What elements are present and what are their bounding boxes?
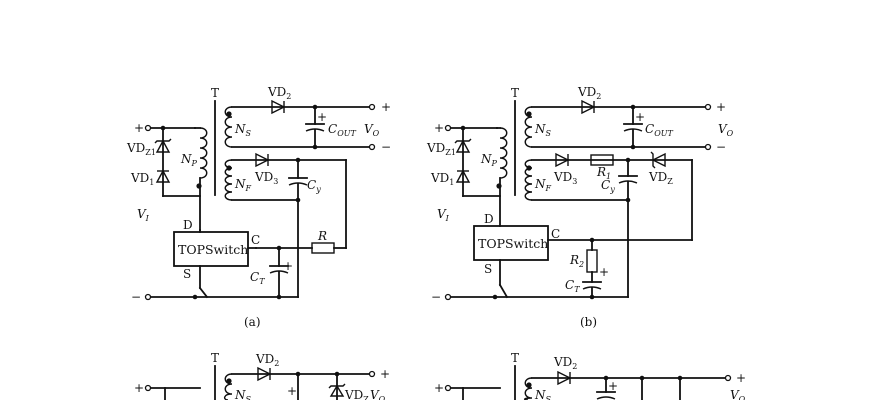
diode-vd2-symbol-d <box>557 370 572 386</box>
caption-b: (b) <box>580 315 597 329</box>
circuit-d-partial: + T VD2 NS + + VO <box>434 351 746 400</box>
secondary-winding-ns <box>224 106 233 148</box>
input-plus-label-b: + <box>434 121 444 135</box>
diode-vd1-symbol <box>155 169 171 183</box>
diode-vd1-symbol-b <box>455 169 471 183</box>
ns-label-d: NS <box>534 388 552 400</box>
nf-label-b: NF <box>534 177 552 193</box>
vo-label: VO <box>364 122 380 138</box>
input-minus-label-b: − <box>431 290 441 304</box>
ct-label: CT <box>250 270 265 286</box>
transformer-t-label-b: T <box>511 86 519 100</box>
pin-d-label: D <box>183 218 193 232</box>
transformer-t-label-c: T <box>211 351 219 365</box>
input-plus-terminal <box>144 124 152 132</box>
output-plus-label: + <box>381 100 391 114</box>
output-plus-label-d: + <box>736 371 746 385</box>
transformer-t-label-d: T <box>511 351 519 365</box>
r-label: R <box>317 229 327 243</box>
vd3-label: VD3 <box>254 170 278 186</box>
ct-label-b: CT <box>565 278 580 294</box>
transformer-t-label: T <box>211 86 219 100</box>
vd1-label-b: VD1 <box>430 171 454 187</box>
diode-vd2-symbol-b <box>581 99 596 115</box>
ns-label-b: NS <box>534 122 552 138</box>
cout-label-b: COUT <box>645 122 673 138</box>
resistor-r1-symbol <box>590 154 614 166</box>
zener-vdz1-symbol <box>155 139 171 153</box>
topswitch-label-b: TOPSwitch <box>478 236 548 251</box>
cap-plus-label-d: + <box>608 379 618 393</box>
cout-plus-label-b: + <box>635 110 645 124</box>
resistor-r2-symbol <box>586 249 598 273</box>
zener-vdz-symbol-b <box>651 152 666 168</box>
diode-vd3-symbol <box>255 152 270 168</box>
topswitch-ic-a <box>173 231 249 267</box>
ns-label: NS <box>234 122 252 138</box>
vd2-label-b: VD2 <box>577 85 601 101</box>
output-plus-label-c: + <box>380 367 390 381</box>
vd2-label: VD2 <box>267 85 291 101</box>
circuit-a: + − VI VDZ1 VD1 T NP NS NF VD2 VD3 + COU… <box>126 85 391 329</box>
ct-plus-label-b: + <box>599 265 609 279</box>
output-minus-label-b: − <box>716 140 726 154</box>
cy-label: Cy <box>307 178 321 194</box>
np-label-b: NP <box>480 152 498 168</box>
vi-label-b: VI <box>437 207 450 223</box>
diode-vd3-symbol-b <box>555 152 570 168</box>
resistor-r-symbol <box>311 242 335 254</box>
secondary-winding-ns-b <box>524 106 533 148</box>
diode-vd2-symbol <box>271 99 286 115</box>
vd3-label-b: VD3 <box>553 170 577 186</box>
cap-plus-label-c: + <box>287 384 297 398</box>
vdz1-label-b: VDZ1 <box>426 141 456 157</box>
input-plus-label-d: + <box>434 381 444 395</box>
vdz-label-b: VDZ <box>648 170 673 186</box>
ns-label-c: NS <box>234 388 252 400</box>
pin-s-label: S <box>183 267 191 281</box>
vdz-label-c: VDZ <box>344 388 369 400</box>
topswitch-ic-b <box>473 225 549 261</box>
np-label: NP <box>180 152 198 168</box>
pin-c-label: C <box>251 233 260 247</box>
circuit-b: + − VI VDZ1 VD1 T NP NS NF VD2 VD3 R1 Cy… <box>426 85 734 329</box>
np-polarity-dot <box>196 183 202 189</box>
topswitch-label: TOPSwitch <box>178 242 248 257</box>
cy-label-b: Cy <box>601 178 615 194</box>
vd2-label-d: VD2 <box>553 355 577 371</box>
vd1-label: VD1 <box>130 171 154 187</box>
output-plus-label-b: + <box>716 100 726 114</box>
vd2-label-c: VD2 <box>255 352 279 368</box>
input-minus-label: − <box>131 290 141 304</box>
caption-a: (a) <box>244 315 261 329</box>
primary-winding-np <box>199 127 208 179</box>
cout-label: COUT <box>328 122 356 138</box>
diode-vd2-symbol-c <box>257 366 272 382</box>
vo-label-d: VO <box>730 388 746 400</box>
r1-label: R1 <box>596 165 611 181</box>
vdz1-label: VDZ1 <box>126 141 156 157</box>
cout-plus-label: + <box>317 110 327 124</box>
circuit-c-partial: + T VD2 NS + VDZ VO + <box>134 351 390 400</box>
zener-vdz-symbol-c <box>329 384 345 397</box>
pin-d-label-b: D <box>484 212 494 226</box>
zener-vdz1-symbol-b <box>455 139 471 153</box>
input-plus-label-c: + <box>134 381 144 395</box>
pin-c-label-b: C <box>551 227 560 241</box>
pin-s-label-b: S <box>484 262 492 276</box>
vo-label-b: VO <box>718 122 734 138</box>
primary-winding-np-b <box>499 127 508 179</box>
nf-label: NF <box>234 177 252 193</box>
vi-label: VI <box>137 207 150 223</box>
input-plus-label: + <box>134 121 144 135</box>
vo-label-c: VO <box>370 388 386 400</box>
ct-plus-label: + <box>283 259 293 273</box>
r2-label: R2 <box>569 253 584 269</box>
output-minus-label: − <box>381 140 391 154</box>
input-minus-terminal <box>144 293 152 301</box>
